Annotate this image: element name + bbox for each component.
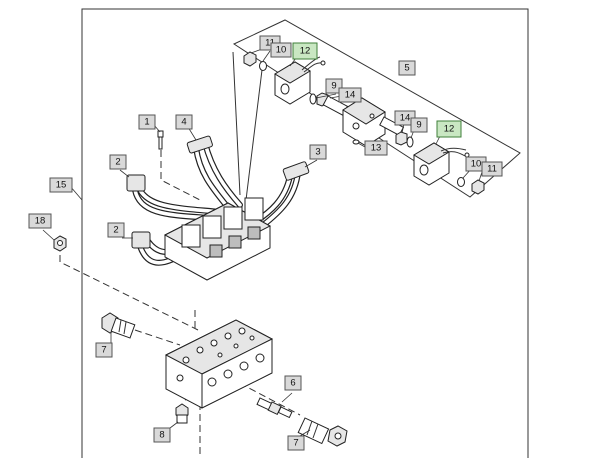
svg-text:2: 2	[113, 225, 118, 236]
callout-2-upper: 2	[109, 154, 127, 170]
svg-text:10: 10	[276, 45, 287, 56]
o-ring-part	[406, 136, 414, 148]
svg-text:9: 9	[331, 81, 336, 92]
projection-line	[232, 51, 241, 196]
svg-text:5: 5	[404, 63, 409, 74]
svg-text:12: 12	[300, 46, 311, 57]
callout-6: 6	[284, 375, 302, 391]
assembly-frame	[81, 8, 529, 458]
callout-9-lower: 9	[410, 117, 428, 133]
dashed-leader	[134, 329, 181, 346]
callout-15: 15	[49, 177, 73, 193]
fitting-part	[101, 312, 136, 339]
svg-text:8: 8	[159, 430, 164, 441]
nut-part	[243, 51, 257, 67]
callout-1: 1	[138, 114, 156, 130]
svg-text:18: 18	[35, 216, 46, 227]
callout-12-upper: 12	[292, 42, 318, 60]
solenoid-coil-part	[413, 142, 470, 186]
svg-text:11: 11	[265, 38, 275, 49]
o-ring-part	[259, 61, 267, 71]
callout-9-upper: 9	[325, 78, 343, 94]
svg-text:14: 14	[400, 113, 411, 124]
callout-14-lower: 14	[394, 110, 416, 126]
callout-7-left: 7	[95, 342, 113, 358]
solenoid-coil-part	[274, 56, 326, 105]
fitting-part	[297, 417, 348, 447]
svg-text:3: 3	[315, 147, 320, 158]
projection-line	[245, 69, 263, 201]
o-ring-part	[309, 93, 317, 105]
nut-part	[395, 131, 408, 146]
screw-part	[157, 130, 164, 150]
callout-5: 5	[398, 60, 416, 76]
valve-cartridge-part	[322, 95, 405, 147]
svg-text:10: 10	[471, 159, 482, 170]
callout-11-lower: 11	[481, 161, 503, 177]
callout-10-upper: 10	[270, 42, 292, 58]
nut-part	[471, 179, 485, 195]
svg-text:15: 15	[56, 180, 67, 191]
callout-8: 8	[153, 427, 171, 443]
svg-text:9: 9	[416, 120, 421, 131]
nut-18-part	[53, 235, 67, 252]
svg-text:2: 2	[115, 157, 120, 168]
svg-text:13: 13	[371, 143, 382, 154]
callout-4: 4	[175, 114, 193, 130]
svg-text:6: 6	[290, 378, 295, 389]
callout-13: 13	[364, 140, 388, 156]
callout-2-lower: 2	[107, 222, 125, 238]
o-ring-part	[457, 177, 465, 187]
wiring-harness-group	[126, 135, 310, 266]
dashed-leader	[59, 255, 199, 331]
svg-text:7: 7	[293, 438, 298, 449]
svg-text:12: 12	[444, 124, 455, 135]
small-o-ring-part	[352, 139, 360, 145]
svg-text:1: 1	[144, 117, 149, 128]
callout-14-upper: 14	[338, 87, 362, 103]
callout-7-right: 7	[287, 435, 305, 451]
detail-box	[232, 19, 521, 198]
callout-18: 18	[28, 213, 52, 229]
manifold-block-part	[164, 319, 274, 409]
check-valve-part	[256, 397, 293, 419]
callout-12-lower: 12	[436, 120, 462, 138]
svg-text:7: 7	[101, 345, 106, 356]
valve-stack-part	[163, 197, 272, 281]
svg-text:14: 14	[345, 90, 356, 101]
svg-text:11: 11	[487, 164, 497, 175]
callout-3: 3	[309, 144, 327, 160]
svg-text:4: 4	[181, 117, 186, 128]
plug-part	[175, 403, 189, 424]
dashed-leader	[160, 150, 201, 201]
